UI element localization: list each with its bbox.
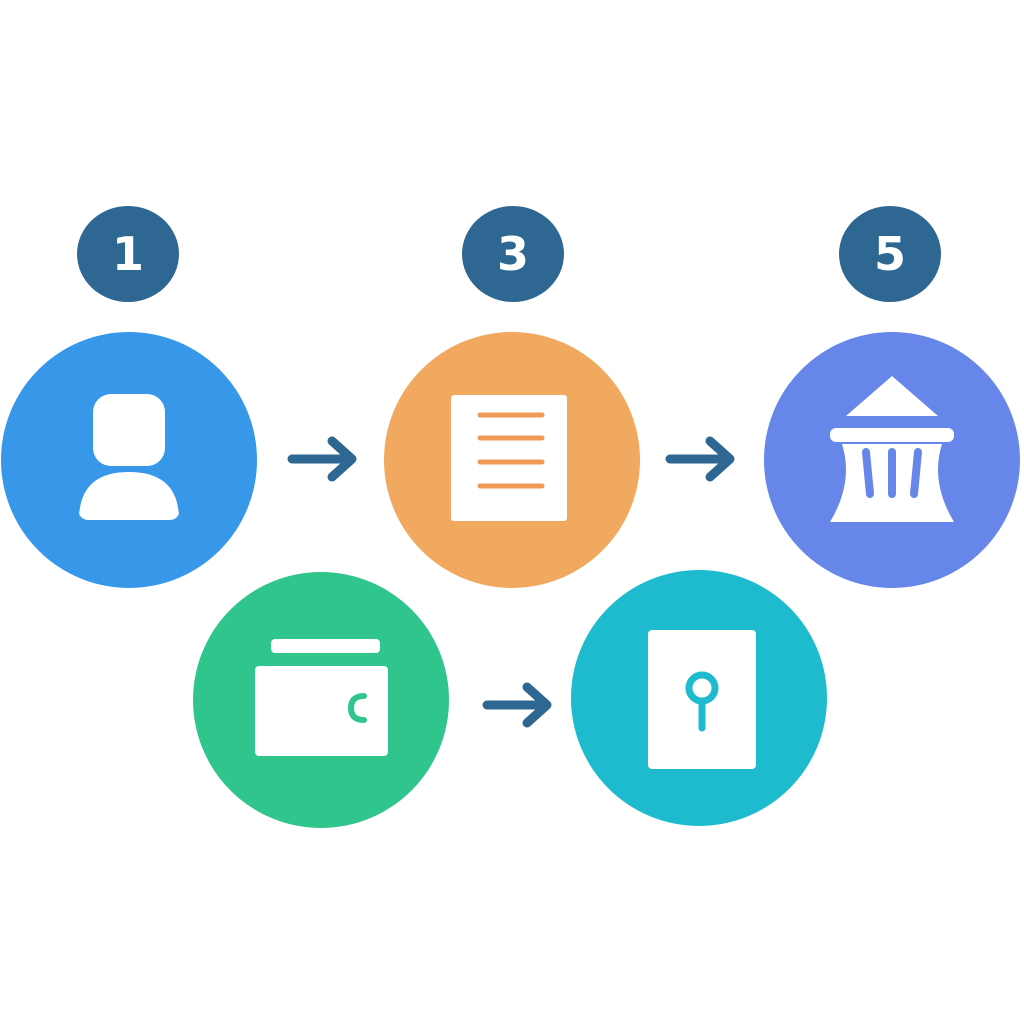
step-document-circle bbox=[384, 332, 640, 588]
user-icon bbox=[79, 394, 179, 520]
step-number-badge-1: 1 bbox=[77, 206, 179, 302]
arrow-right-icon bbox=[482, 682, 552, 728]
arrow-right-icon bbox=[665, 436, 735, 482]
keyhole-card-icon bbox=[648, 630, 756, 769]
step-wallet-circle bbox=[193, 572, 449, 828]
wallet-icon bbox=[255, 639, 388, 756]
arrow-right-icon bbox=[287, 436, 357, 482]
step-keyhole-circle bbox=[571, 570, 827, 826]
step-user-circle bbox=[1, 332, 257, 588]
document-icon bbox=[451, 395, 567, 521]
bank-icon bbox=[830, 376, 954, 522]
step-number-badge-3: 3 bbox=[462, 206, 564, 302]
step-number-badge-5: 5 bbox=[839, 206, 941, 302]
step-bank-circle bbox=[764, 332, 1020, 588]
